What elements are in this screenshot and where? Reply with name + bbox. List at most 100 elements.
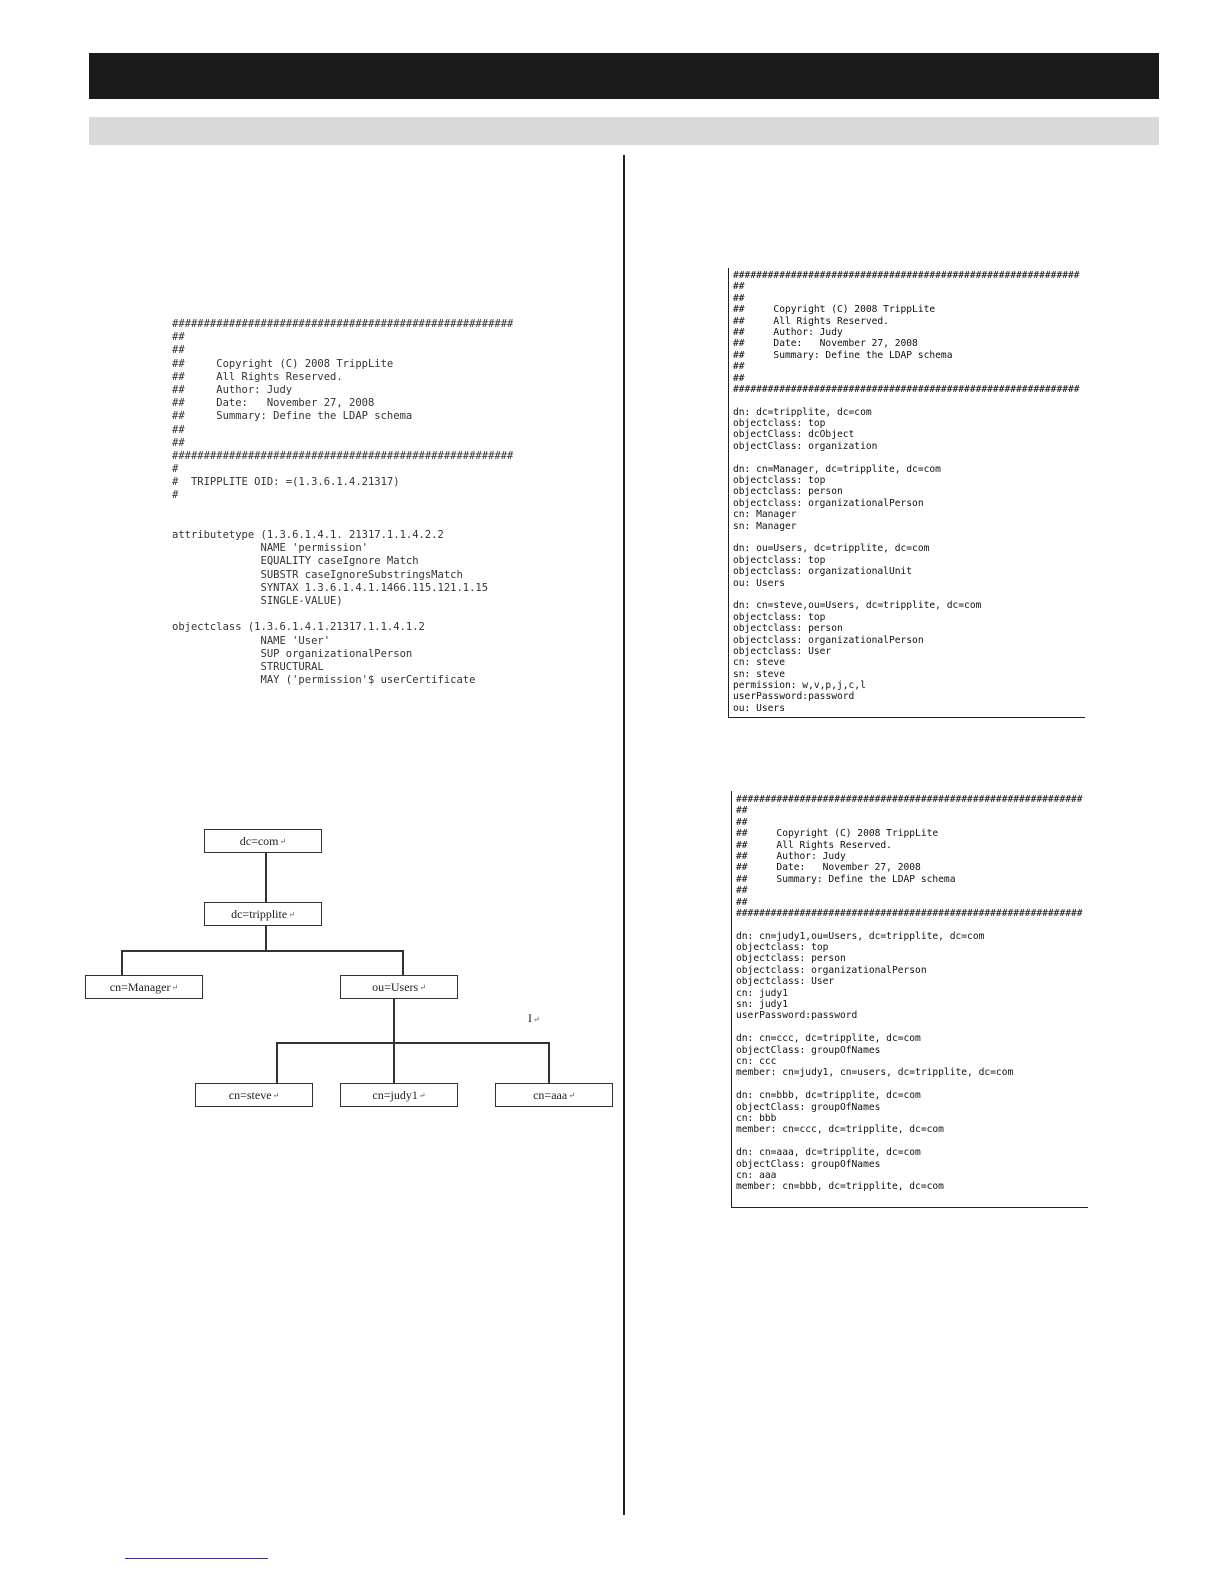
code-line: ## (733, 372, 745, 384)
code-line (736, 1136, 1083, 1147)
tree-node-judy: cn=judy1↵ (340, 1083, 458, 1107)
code-line: ## Author: Judy (733, 326, 843, 338)
code-line: dn: dc=tripplite, dc=com (733, 406, 872, 418)
code-line: ## (736, 885, 748, 897)
code-line (736, 1079, 1083, 1090)
column-divider (623, 155, 625, 1515)
code-line: objectclass: top (733, 554, 826, 566)
code-line: objectclass: organizationalPerson (733, 497, 924, 509)
code-line: objectclass: person (733, 486, 843, 498)
code-line: objectClass: groupOfNames (736, 1044, 881, 1056)
paragraph-mark: ↵ (171, 982, 179, 992)
code-line: objectclass: person (736, 953, 846, 965)
ldif-users-listing: ########################################… (733, 270, 1080, 714)
page-header-bar (89, 53, 1159, 99)
ldif-users-frame (728, 268, 1085, 718)
code-line: ## (172, 436, 185, 449)
code-line: ## (736, 896, 748, 908)
code-line: objectclass: top (733, 475, 826, 487)
code-line: dn: cn=aaa, dc=tripplite, dc=com (736, 1147, 921, 1159)
code-line (733, 532, 1080, 543)
tree-node-label: cn=judy1 (372, 1087, 418, 1102)
code-line: cn: bbb (736, 1112, 777, 1124)
tree-node-aaa: cn=aaa↵ (495, 1083, 613, 1107)
code-line: ou: Users (733, 702, 785, 714)
code-line: # (172, 463, 179, 476)
paragraph-mark: ↵ (419, 982, 426, 992)
code-line: sn: judy1 (736, 999, 788, 1011)
section-header-bar (89, 117, 1159, 145)
tree-connector (276, 1042, 549, 1044)
code-line (172, 516, 522, 529)
code-line: objectClass: groupOfNames (736, 1158, 881, 1170)
code-line: ## (733, 361, 745, 373)
schema-file-listing: ########################################… (172, 318, 522, 698)
code-line: ## Date: November 27, 2008 (172, 397, 375, 410)
code-line (733, 589, 1080, 600)
code-line: userPassword:password (733, 691, 855, 703)
code-line: member: cn=judy1, cn=users, dc=tripplite… (736, 1067, 1014, 1079)
code-line: SYNTAX 1.3.6.1.4.1.1466.115.121.1.15 (172, 581, 489, 594)
code-line: dn: ou=Users, dc=tripplite, dc=com (733, 543, 930, 555)
code-line: dn: cn=bbb, dc=tripplite, dc=com (736, 1090, 921, 1102)
code-line: ## Summary: Define the LDAP schema (172, 410, 413, 423)
code-line: ## Copyright (C) 2008 TrippLite (736, 828, 939, 840)
code-line (733, 395, 1080, 406)
code-line: ## Date: November 27, 2008 (733, 338, 918, 350)
code-line: STRUCTURAL (172, 660, 324, 673)
code-line: # (172, 489, 179, 502)
code-line: ## (736, 805, 748, 817)
code-line: ########################################… (736, 794, 1083, 805)
paragraph-mark: ↵ (272, 1090, 280, 1100)
code-line: EQUALITY caseIgnore Match (172, 555, 419, 568)
code-line: NAME 'User' (172, 634, 331, 647)
code-line: NAME 'permission' (172, 542, 368, 555)
footer-link-underline (125, 1558, 268, 1559)
tree-node-label: cn=aaa (533, 1087, 568, 1102)
code-line (736, 919, 1083, 930)
paragraph-mark: ↵ (288, 909, 295, 919)
tree-connector (393, 998, 395, 1083)
code-line: objectclass (1.3.6.1.4.1.21317.1.1.4.1.2 (172, 621, 425, 634)
tree-node-label: cn=steve (228, 1087, 272, 1102)
tree-node-root: dc=com↵ (204, 829, 322, 853)
code-line: ########################################… (172, 449, 514, 462)
tree-connector (265, 852, 267, 902)
code-line: ## Author: Judy (172, 383, 293, 396)
paragraph-mark: ↵ (279, 836, 287, 846)
code-line: objectClass: organization (733, 440, 878, 452)
code-line: ## Summary: Define the LDAP schema (736, 873, 956, 885)
tree-connector (548, 1042, 550, 1083)
tree-node-users-ou: ou=Users↵ (340, 975, 458, 999)
code-line: objectclass: organizationalPerson (733, 634, 924, 646)
code-line: dn: cn=judy1,ou=Users, dc=tripplite, dc=… (736, 930, 985, 942)
paragraph-mark: ↵ (533, 1015, 540, 1024)
tree-node-label: dc=com (239, 833, 279, 848)
ldif-groups-listing: ########################################… (736, 794, 1083, 1193)
tree-node-label: dc=tripplite (231, 906, 288, 921)
code-line: cn: steve (733, 657, 785, 669)
code-line: objectclass: User (736, 976, 835, 988)
code-line (172, 503, 522, 516)
code-line: cn: ccc (736, 1055, 777, 1067)
paragraph-mark: ↵ (568, 1090, 575, 1100)
code-line: ## Copyright (C) 2008 TrippLite (172, 357, 394, 370)
code-line: ########################################… (736, 907, 1083, 919)
code-line: cn: aaa (736, 1169, 777, 1181)
code-line: ## All Rights Reserved. (172, 370, 343, 383)
code-line: MAY ('permission'$ userCertificate (172, 674, 476, 687)
code-line: ## (733, 281, 745, 293)
code-line: cn: judy1 (736, 987, 788, 999)
code-line: ########################################… (733, 383, 1080, 395)
code-line: sn: Manager (733, 520, 797, 532)
cursor-glyph: I (528, 1011, 532, 1025)
code-line: objectclass: User (733, 645, 832, 657)
code-line: ## Summary: Define the LDAP schema (733, 349, 953, 361)
tree-node-domain: dc=tripplite↵ (204, 902, 322, 926)
code-line: SINGLE-VALUE) (172, 594, 343, 607)
code-line (172, 608, 522, 621)
code-line: ## (733, 292, 745, 304)
code-line: objectClass: groupOfNames (736, 1101, 881, 1113)
code-line: userPassword:password (736, 1010, 858, 1022)
code-line: # TRIPPLITE OID: =(1.3.6.1.4.21317) (172, 476, 400, 489)
